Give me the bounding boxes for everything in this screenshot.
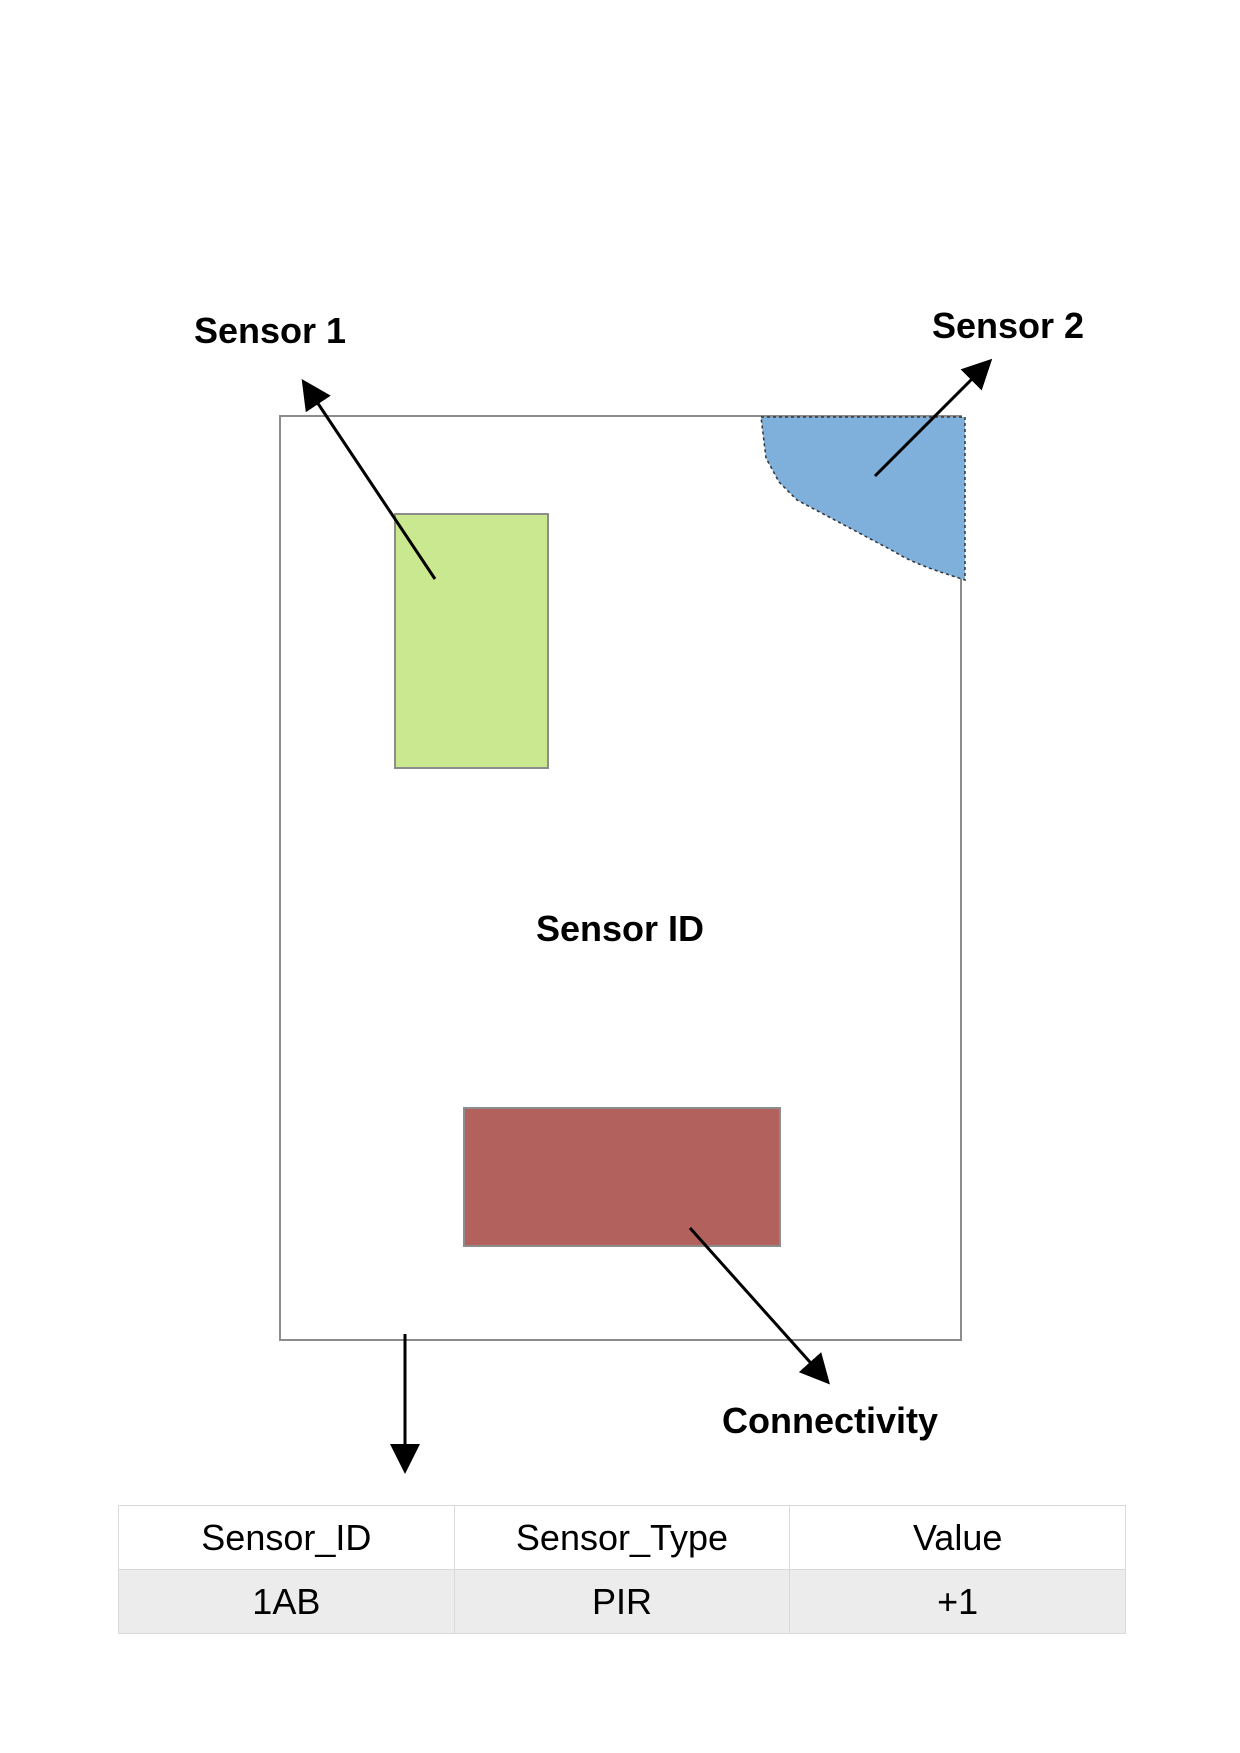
sensor-data-table: Sensor_ID Sensor_Type Value 1AB PIR +1 (118, 1505, 1126, 1634)
sensor2-region (760, 416, 966, 582)
connectivity-region (463, 1107, 781, 1247)
sensor-id-label: Sensor ID (536, 908, 704, 949)
sensor2-label: Sensor 2 (932, 305, 1084, 346)
cell-value: +1 (789, 1569, 1126, 1634)
cell-sensor-id: 1AB (118, 1569, 455, 1634)
table-header-row: Sensor_ID Sensor_Type Value (118, 1505, 1126, 1570)
cell-sensor-type: PIR (453, 1569, 791, 1634)
table-row: 1AB PIR +1 (118, 1569, 1126, 1634)
connectivity-label: Connectivity (722, 1400, 938, 1441)
header-value: Value (789, 1505, 1126, 1570)
sensor1-arrow (301, 379, 437, 580)
header-sensor-type: Sensor_Type (453, 1505, 791, 1570)
sensor1-label: Sensor 1 (194, 310, 346, 351)
header-sensor-id: Sensor_ID (118, 1505, 455, 1570)
connectivity-arrow (688, 1226, 831, 1385)
sensor2-arrow (873, 358, 993, 478)
